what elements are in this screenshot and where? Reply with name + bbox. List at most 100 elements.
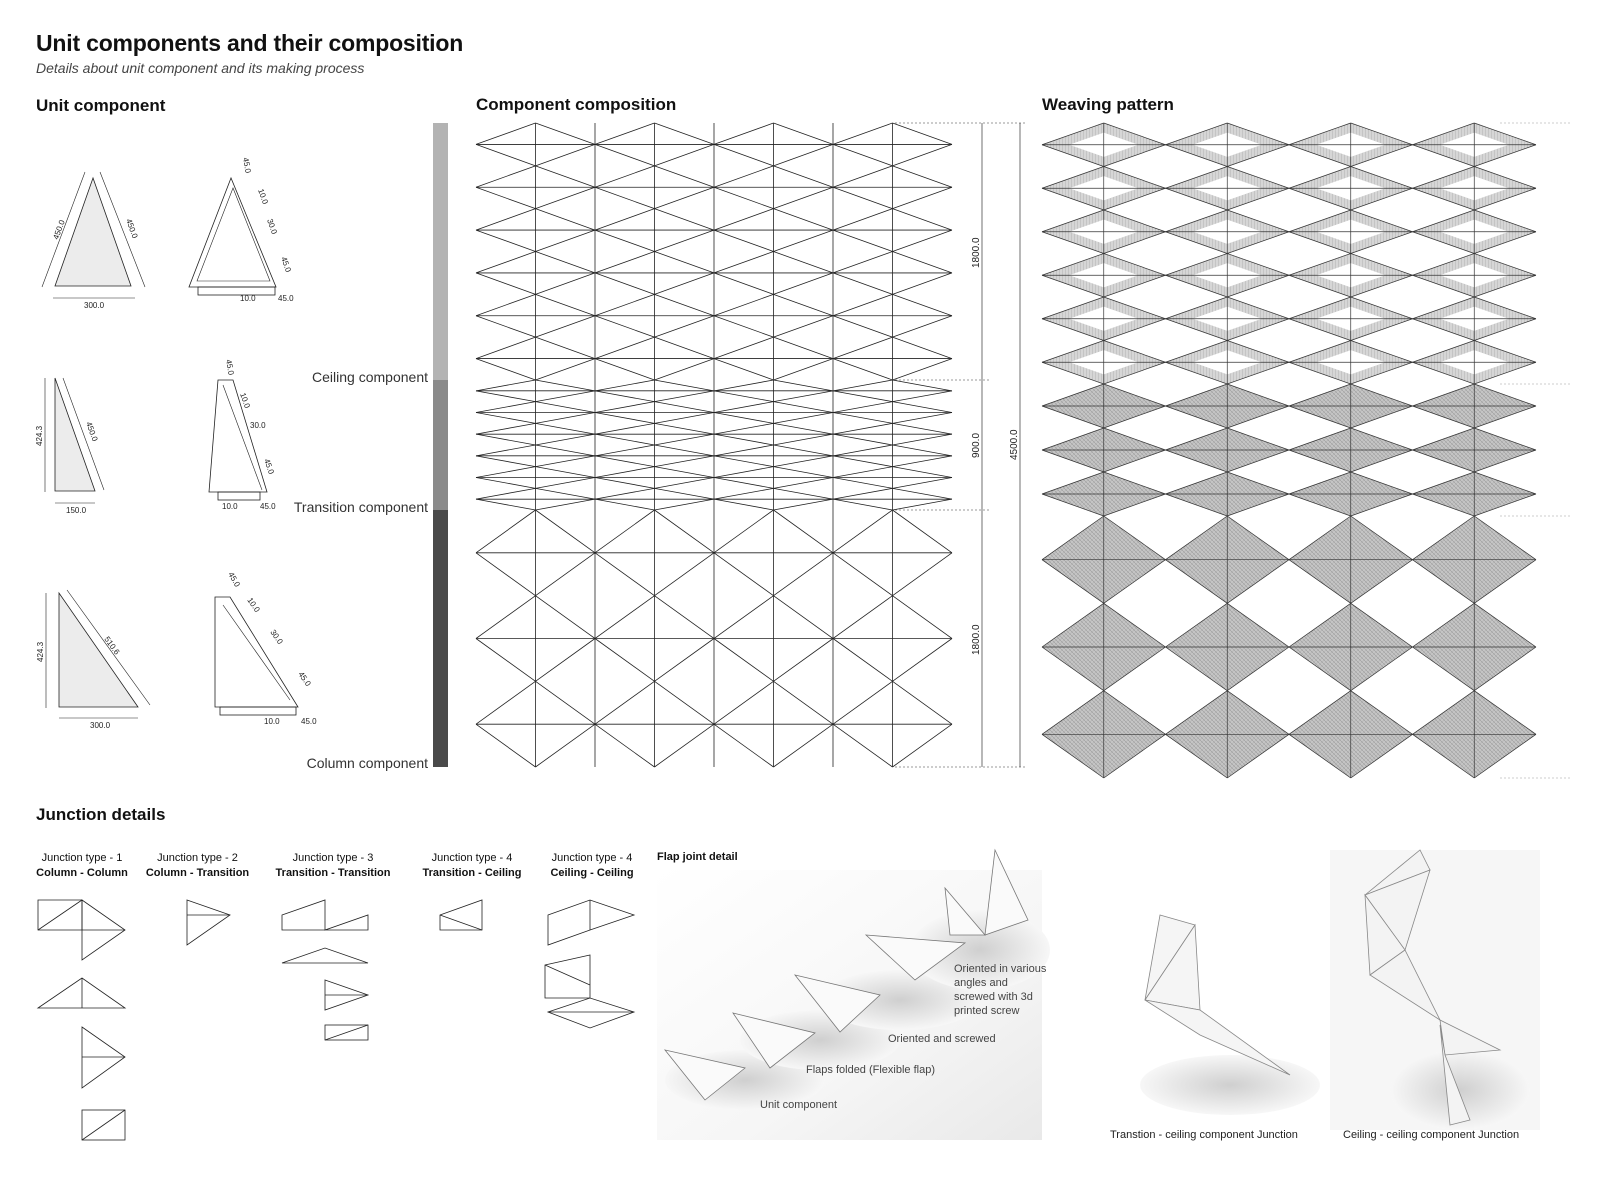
junction-5-type: Junction type - 4 xyxy=(551,852,633,864)
weave-line xyxy=(1165,515,1228,560)
grid-line xyxy=(594,144,655,167)
unit-component-drawings: 450.0 450.0 300.0 424.3 450.0 150.0 424.… xyxy=(35,123,448,771)
junction-3-type: Junction type - 3 xyxy=(292,852,374,864)
page-subtitle: Details about unit component and its mak… xyxy=(36,60,365,76)
grid-line xyxy=(713,509,774,554)
grid-line xyxy=(713,293,774,317)
grid-line xyxy=(475,595,536,639)
grid-line xyxy=(594,315,655,338)
weave-line xyxy=(1288,318,1351,341)
weave-line xyxy=(1041,122,1104,146)
grid-line xyxy=(832,229,893,252)
grid-line xyxy=(594,336,655,359)
grid-line xyxy=(654,638,715,682)
grid-line xyxy=(892,477,953,489)
grid-line xyxy=(475,251,536,274)
grid-line xyxy=(654,498,715,511)
weave-line xyxy=(1350,449,1413,473)
grid-line xyxy=(892,358,953,381)
flap-dim-f: 45.0 xyxy=(278,294,294,303)
weave-line xyxy=(1041,559,1104,604)
grid-line xyxy=(832,433,893,446)
weave-line xyxy=(1165,471,1228,495)
junction-1-label: Junction type - 1 Column - Column xyxy=(30,851,134,881)
transition-base-dim: 150.0 xyxy=(66,506,87,515)
weave-line xyxy=(1041,383,1104,407)
grid-line xyxy=(832,681,893,725)
weave-line xyxy=(1288,646,1351,691)
weave-line xyxy=(1165,296,1228,320)
weave-line xyxy=(1474,296,1537,320)
weave-line xyxy=(1474,383,1537,407)
grid-line xyxy=(535,293,596,317)
grid-line xyxy=(535,412,596,424)
grid-line xyxy=(535,498,596,511)
grid-line xyxy=(773,498,834,511)
weave-line xyxy=(1103,253,1166,276)
grid-line xyxy=(535,422,596,435)
weave-line xyxy=(1041,274,1104,298)
weave-line xyxy=(1412,166,1475,189)
grid-line xyxy=(892,638,953,682)
grid-line xyxy=(535,444,596,457)
grid-line xyxy=(654,444,715,457)
weave-line xyxy=(1350,734,1413,779)
weave-line xyxy=(1165,405,1228,429)
weave-line xyxy=(1103,340,1166,363)
grid-line xyxy=(713,638,774,682)
dim-total: 4500.0 xyxy=(1009,429,1020,460)
grid-line xyxy=(654,455,715,468)
grid-line xyxy=(654,229,715,252)
weave-line xyxy=(1350,296,1413,320)
component-composition-heading: Component composition xyxy=(476,95,677,114)
grid-line xyxy=(654,251,715,274)
grid-line xyxy=(713,498,774,511)
grid-line xyxy=(535,390,596,403)
weave-line xyxy=(1227,166,1290,189)
weave-line xyxy=(1350,603,1413,648)
weave-line xyxy=(1288,603,1351,648)
weave-line xyxy=(1041,734,1104,779)
weave-line xyxy=(1350,340,1413,363)
weave-line xyxy=(1288,340,1351,363)
weave-line xyxy=(1288,493,1351,517)
grid-line xyxy=(832,272,893,295)
weave-line xyxy=(1288,361,1351,385)
junction-details-heading: Junction details xyxy=(36,805,166,824)
grid-line xyxy=(654,186,715,210)
grid-line xyxy=(713,401,774,413)
step-various-angles: Oriented in various angles and screwed w… xyxy=(954,963,1047,1017)
grid-line xyxy=(832,144,893,167)
grid-line xyxy=(535,477,596,489)
grid-line xyxy=(773,433,834,446)
weave-line xyxy=(1350,515,1413,560)
grid-line xyxy=(594,165,655,188)
grid-line xyxy=(654,390,715,403)
grid-line xyxy=(594,433,655,446)
grid-line xyxy=(832,186,893,210)
grid-line xyxy=(773,595,834,639)
grid-line xyxy=(594,379,655,392)
grid-line xyxy=(773,358,834,381)
weave-line xyxy=(1103,209,1166,233)
weave-line xyxy=(1412,603,1475,648)
grid-line xyxy=(535,272,596,295)
grid-line xyxy=(713,444,774,457)
grid-line xyxy=(773,379,834,392)
weave-line xyxy=(1165,690,1228,735)
grid-line xyxy=(535,466,596,478)
grid-line xyxy=(594,229,655,252)
grid-line xyxy=(832,638,893,682)
weave-line xyxy=(1227,405,1290,429)
grid-line xyxy=(594,455,655,468)
grid-line xyxy=(892,144,953,167)
weave-line xyxy=(1041,449,1104,473)
weave-line xyxy=(1474,361,1537,385)
grid-line xyxy=(892,122,953,145)
grid-line xyxy=(475,144,536,167)
weave-line xyxy=(1227,361,1290,385)
weave-line xyxy=(1288,122,1351,146)
weave-line xyxy=(1103,471,1166,495)
grid-line xyxy=(535,165,596,188)
grid-line xyxy=(535,401,596,413)
